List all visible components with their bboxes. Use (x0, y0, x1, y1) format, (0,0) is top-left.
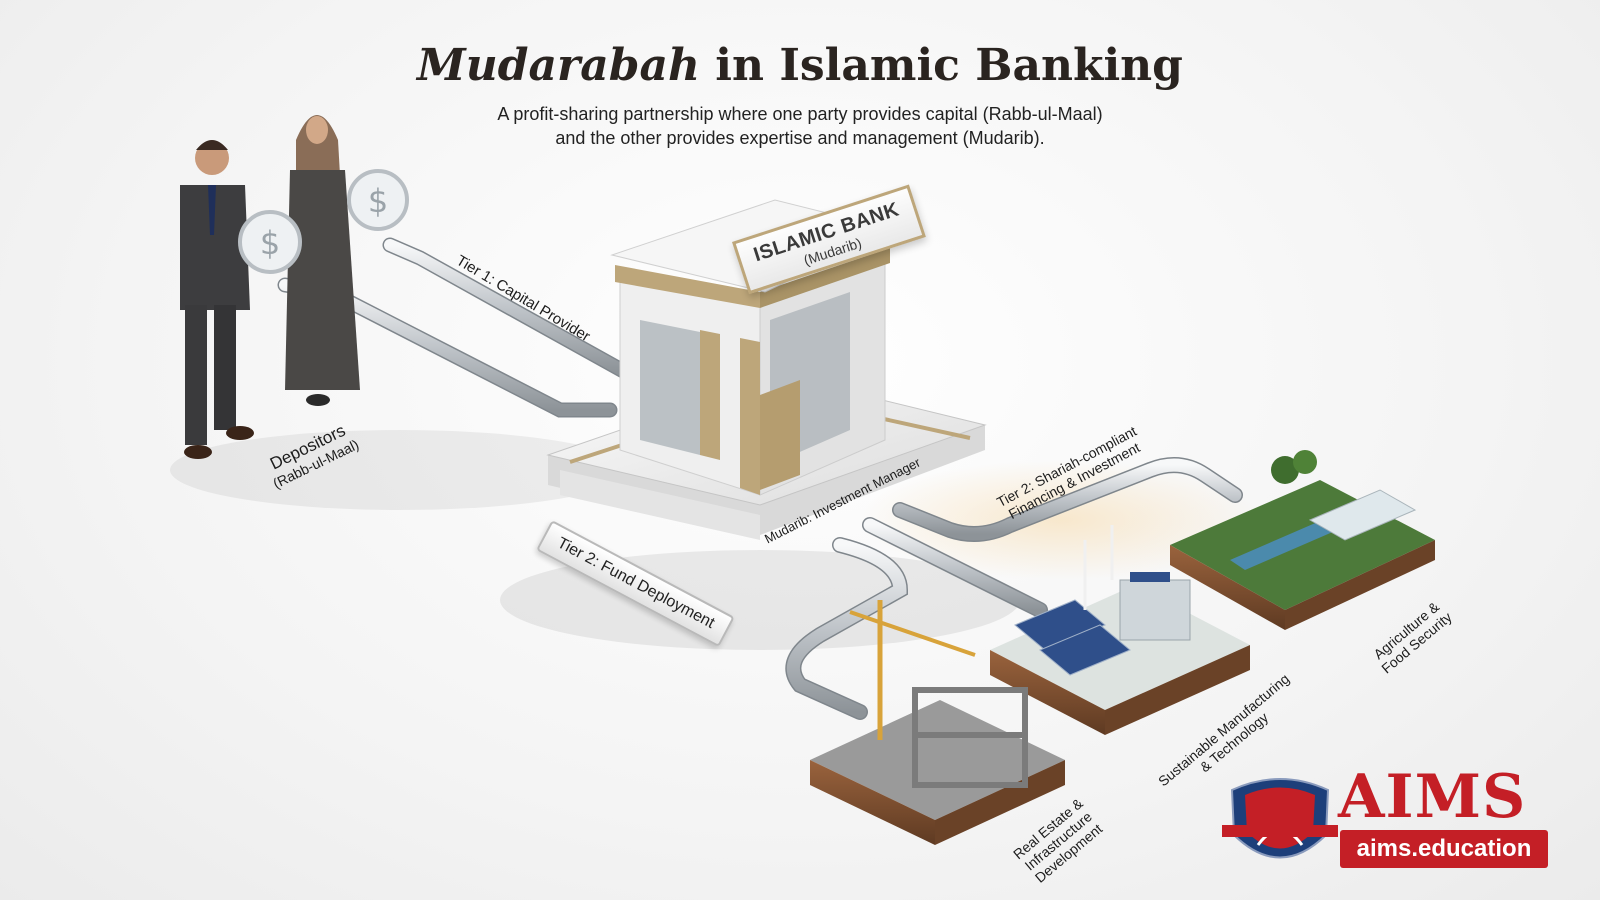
bank-gold-band-front (615, 265, 760, 308)
page-title: Mudarabah in Islamic Banking (0, 40, 1600, 91)
title-italic: Mudarabah (417, 40, 700, 91)
bank-door (760, 380, 800, 490)
aims-logo-word: AIMS (1338, 762, 1527, 832)
depositor-man-figure (180, 140, 254, 459)
page-subtitle: A profit-sharing partnership where one p… (0, 102, 1600, 150)
tier2-pipes (785, 457, 1260, 720)
bank-window-left (640, 320, 700, 455)
sector-manufacturing-tile (990, 525, 1250, 735)
title-rest: in Islamic Banking (699, 40, 1183, 91)
man-tie (208, 185, 216, 235)
coin-icon: $ (347, 169, 409, 231)
svg-text:$: $ (260, 224, 280, 262)
depositor-woman-figure (285, 115, 360, 406)
bank-gold-band-side (760, 248, 890, 308)
aims-shield-logo (1222, 778, 1338, 859)
bank-building (546, 199, 987, 540)
svg-text:$: $ (368, 182, 388, 220)
subtitle-line-1: A profit-sharing partnership where one p… (497, 104, 1103, 124)
figures-shadow (170, 430, 630, 510)
coin-icon: $ (238, 210, 302, 274)
sector-realestate-tile (810, 600, 1065, 845)
subtitle-line-2: and the other provides expertise and man… (555, 128, 1045, 148)
woman-abaya (285, 170, 360, 390)
man-jacket (180, 185, 250, 310)
sector-agriculture-tile (1170, 450, 1435, 630)
aims-logo-url[interactable]: aims.education (1340, 830, 1548, 868)
